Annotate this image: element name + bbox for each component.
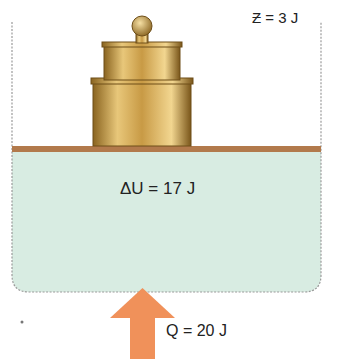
dot xyxy=(21,321,24,324)
heat-label: Q = 20 J xyxy=(166,322,227,340)
heat-arrow-shaft xyxy=(130,318,155,359)
weight-base xyxy=(93,82,191,146)
piston xyxy=(12,146,321,152)
gas-fill xyxy=(12,150,321,292)
weight-top xyxy=(104,44,180,80)
weight-knob xyxy=(132,16,152,36)
heat-arrow-head xyxy=(110,288,175,318)
container-wall xyxy=(12,22,321,292)
internal-energy-label: ΔU = 17 J xyxy=(120,180,195,199)
work-label: Ƶ = 3 J xyxy=(252,10,298,27)
